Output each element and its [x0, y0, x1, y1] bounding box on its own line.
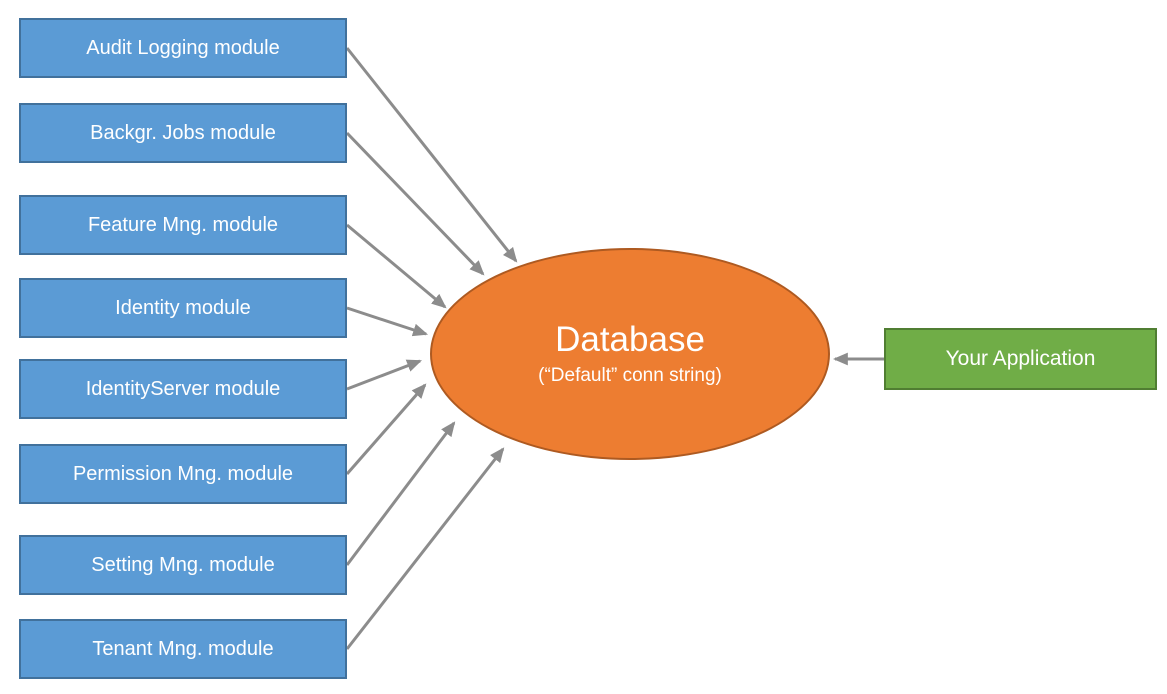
database-subtitle: (“Default” conn string) [538, 365, 722, 387]
module-label: Audit Logging module [86, 37, 280, 59]
application-label: Your Application [945, 347, 1096, 370]
module-label: Identity module [115, 297, 251, 319]
module-box: Backgr. Jobs module [19, 103, 347, 163]
connector-arrow [346, 359, 423, 391]
connector-arrow [345, 421, 456, 566]
application-node: Your Application [884, 328, 1157, 390]
module-box: Tenant Mng. module [19, 619, 347, 679]
module-box: IdentityServer module [19, 359, 347, 419]
module-box: Permission Mng. module [19, 444, 347, 504]
module-box: Feature Mng. module [19, 195, 347, 255]
database-node: Database (“Default” conn string) [430, 248, 830, 460]
database-title: Database [555, 319, 705, 359]
module-label: Backgr. Jobs module [90, 122, 276, 144]
module-box: Identity module [19, 278, 347, 338]
connector-arrow [346, 223, 447, 309]
module-box: Audit Logging module [19, 18, 347, 78]
connector-arrow [345, 47, 518, 263]
module-label: Tenant Mng. module [92, 638, 274, 660]
connector-arrow [345, 383, 427, 475]
module-label: IdentityServer module [85, 378, 281, 400]
module-label: Setting Mng. module [91, 554, 275, 576]
module-label: Permission Mng. module [72, 463, 294, 485]
connector-arrow [346, 306, 429, 337]
module-box: Setting Mng. module [19, 535, 347, 595]
connector-arrow [345, 131, 485, 276]
module-label: Feature Mng. module [87, 214, 279, 236]
connector-arrow [345, 447, 505, 650]
